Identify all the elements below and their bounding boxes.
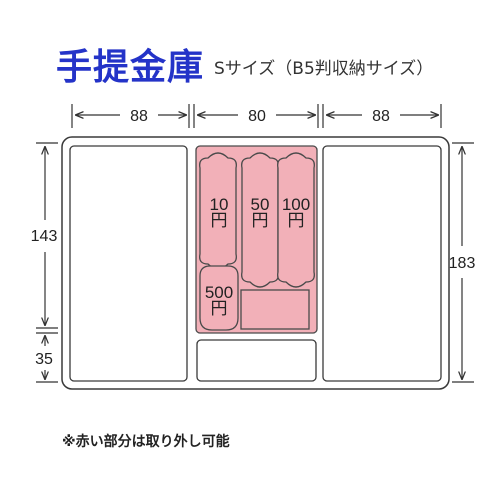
coin-label-100: 100: [282, 195, 310, 214]
coin-unit-500: 円: [211, 299, 228, 318]
total-height-label: 183: [449, 255, 476, 272]
coin-label-500: 500: [205, 283, 233, 302]
coin-slot-500: [199, 265, 239, 331]
total-height-dimension: [452, 142, 474, 383]
upper-height-label: 143: [31, 228, 58, 245]
bottom-middle-compartment: [196, 339, 317, 382]
coin-slot-10: [199, 152, 237, 270]
coin-label-10: 10: [210, 195, 229, 214]
middle-width-label: 80: [248, 108, 266, 125]
removable-note: ※赤い部分は取り外し可能: [62, 434, 230, 450]
left-height-dimensions: [36, 142, 58, 383]
page-title: 手提金庫: [56, 47, 205, 88]
coin-unit-10: 円: [211, 211, 228, 230]
coin-unit-50: 円: [252, 211, 269, 230]
bill-slot: [240, 289, 310, 330]
subtitle: Sサイズ（B5判収納サイズ）: [214, 59, 434, 79]
coin-unit-100: 円: [288, 211, 305, 230]
right-width-label: 88: [372, 108, 390, 125]
left-compartment: [69, 145, 188, 382]
coin-slot-50: [241, 152, 279, 288]
right-compartment: [322, 145, 442, 382]
coin-label-50: 50: [251, 195, 270, 214]
lower-height-label: 35: [35, 351, 53, 368]
left-width-label: 88: [130, 108, 148, 125]
coin-slot-100: [277, 152, 315, 288]
width-dimensions: [71, 104, 442, 128]
